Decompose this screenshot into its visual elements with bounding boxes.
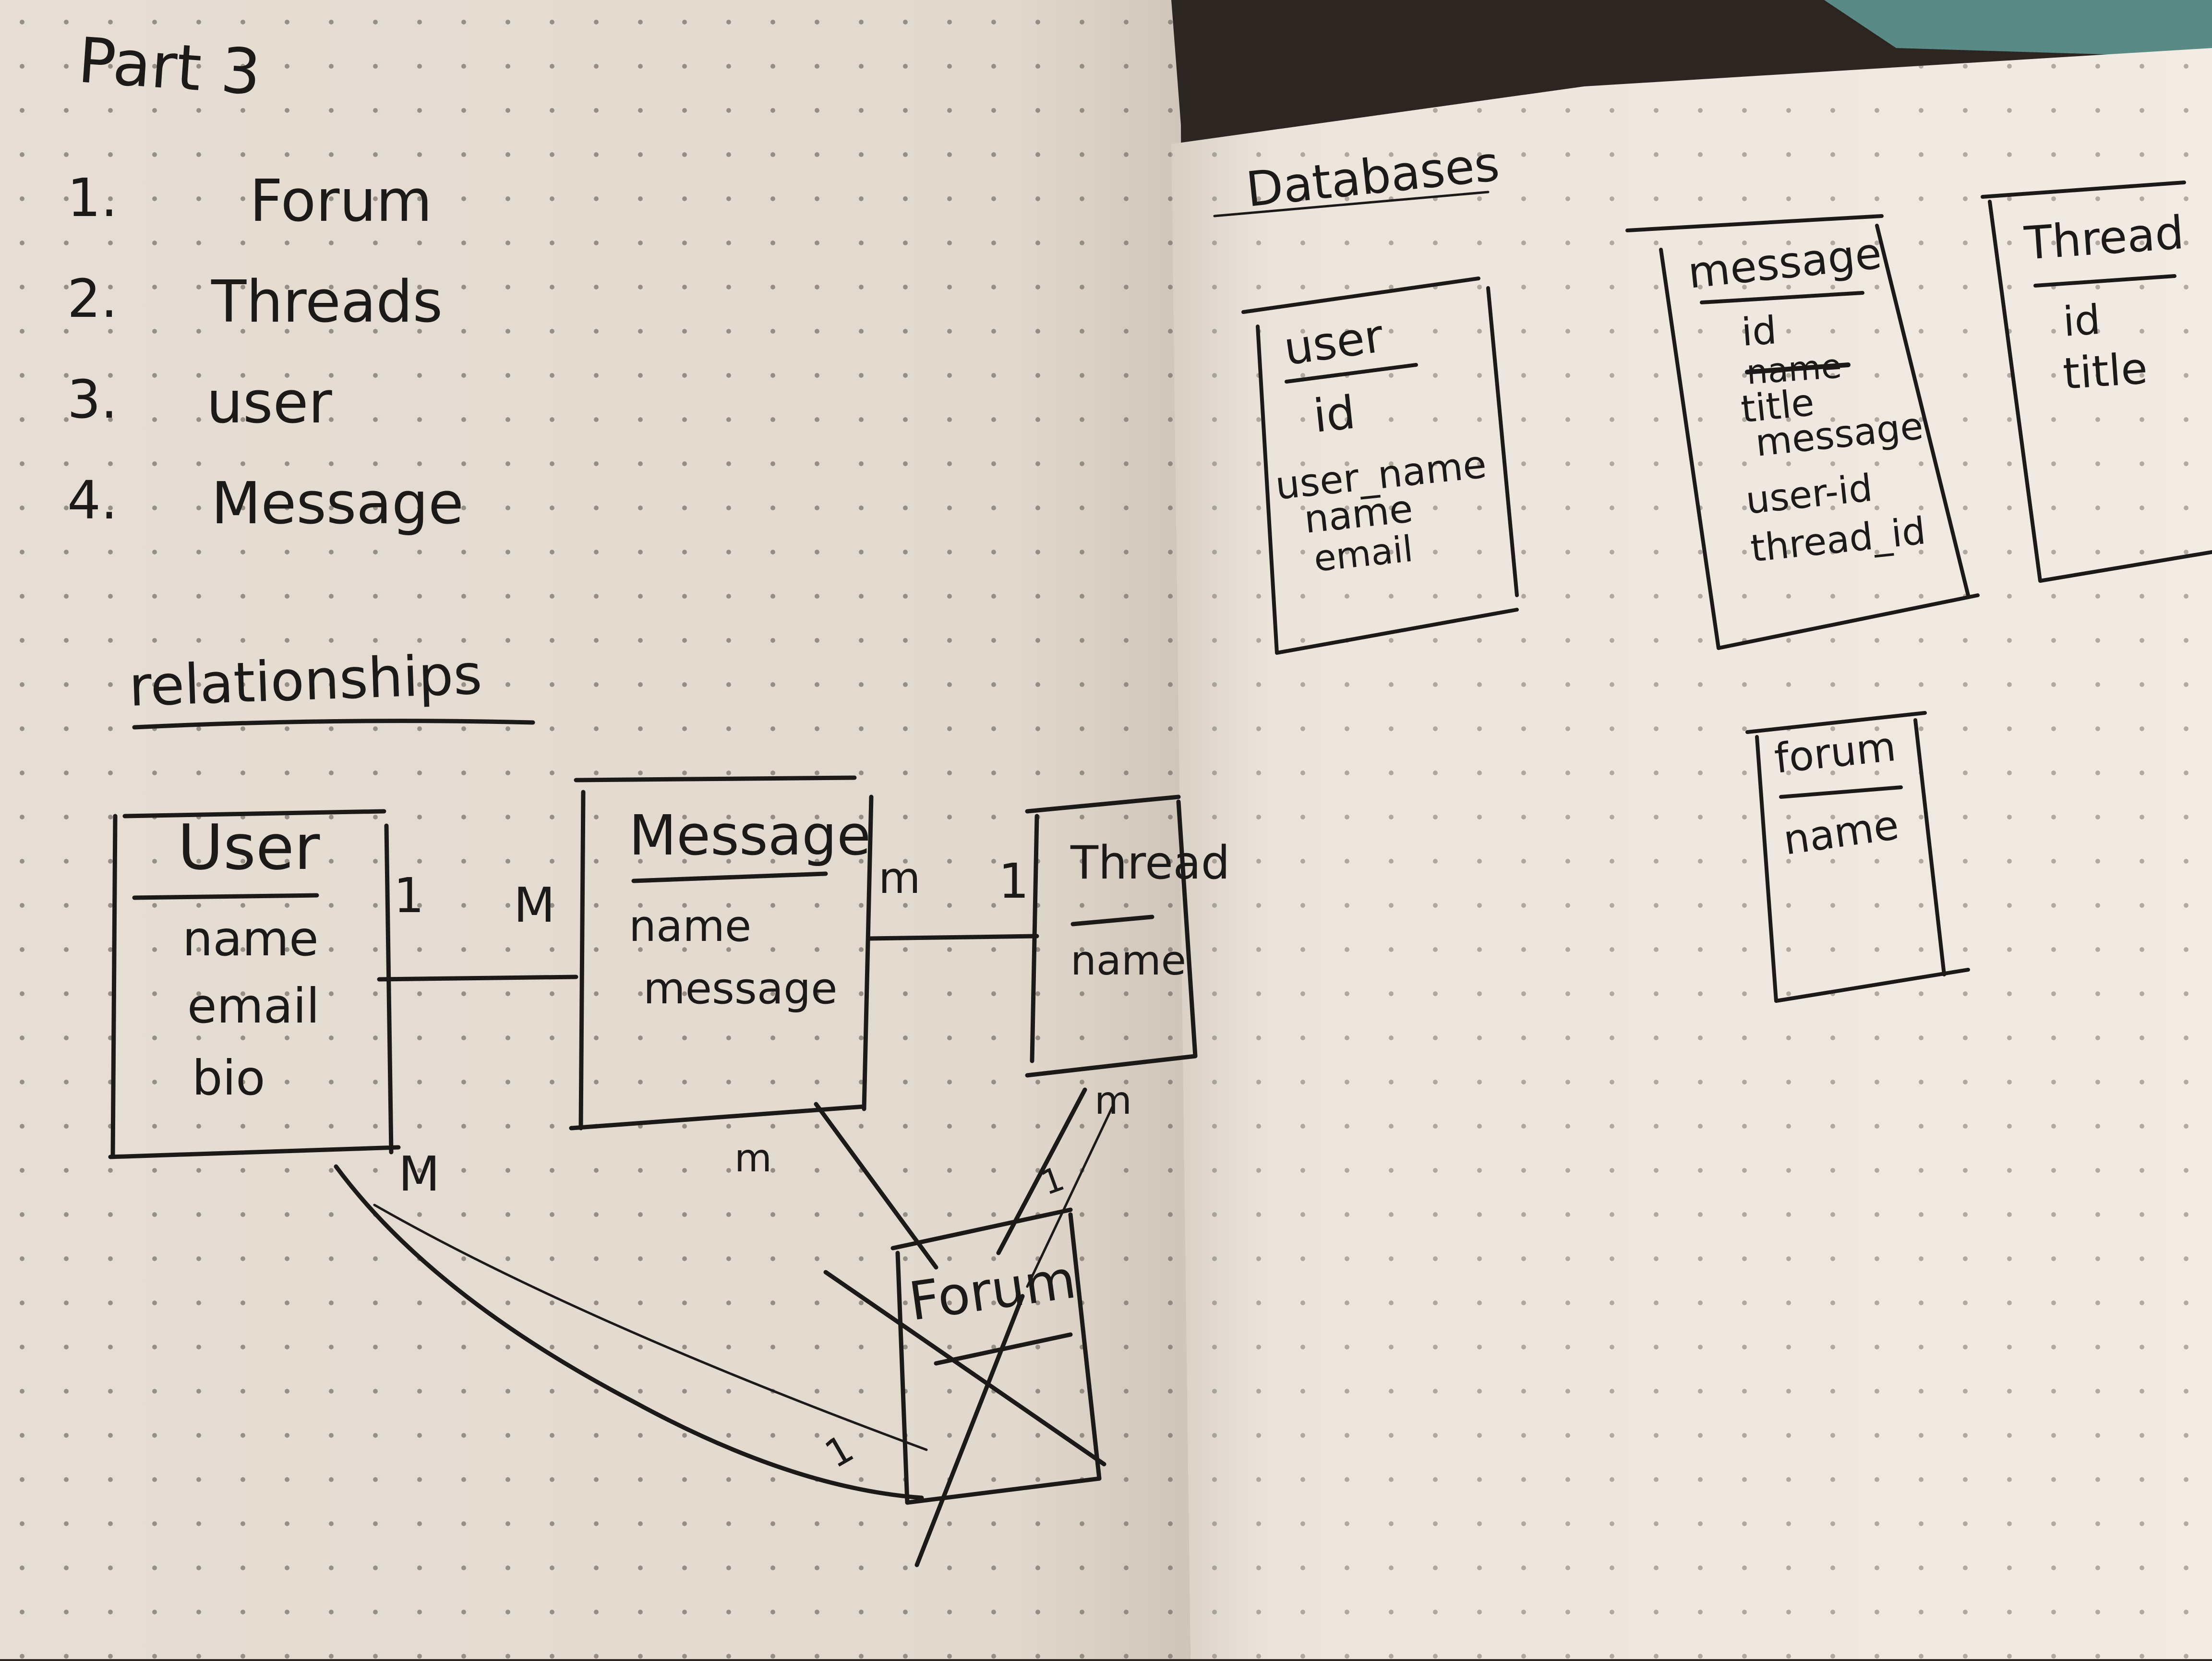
db-user-field-email: email	[1312, 528, 1415, 580]
relationships-underline	[132, 719, 535, 730]
message-field-name: name	[629, 901, 751, 951]
user-field-bio: bio	[192, 1050, 265, 1106]
list-number-4: 4.	[67, 469, 118, 531]
part-heading: Part 3	[76, 24, 263, 109]
db-thread-field-id: id	[2062, 296, 2102, 346]
left-page-dot-grid	[0, 0, 1190, 1659]
card-user-forum-m: M	[398, 1146, 440, 1202]
db-thread-table-box	[1981, 181, 2212, 583]
list-item-forum: Forum	[250, 168, 432, 235]
forum-cross-out	[823, 1270, 1106, 1567]
list-number-1: 1.	[67, 167, 118, 229]
message-entity-box	[569, 775, 874, 1131]
message-entity-title: Message	[629, 804, 871, 868]
thread-entity-title: Thread	[1070, 837, 1230, 890]
user-field-name: name	[182, 911, 319, 967]
background-object	[1824, 0, 2212, 58]
message-field-message: message	[643, 963, 837, 1014]
db-user-field-id: id	[1311, 386, 1358, 443]
message-thread-connector	[866, 934, 1039, 941]
card-user-message-m: M	[514, 877, 555, 933]
card-message-thread-1: 1	[998, 853, 1029, 909]
relationships-heading: relationships	[128, 642, 483, 719]
forum-entity-box	[890, 1207, 1102, 1505]
list-number-3: 3.	[67, 369, 118, 430]
db-forum-table-box	[1745, 711, 1970, 1003]
card-message-forum-m: m	[734, 1136, 772, 1180]
db-message-field-title: title	[1739, 381, 1816, 431]
thread-field-name: name	[1070, 937, 1186, 985]
card-thread-forum-m: m	[1094, 1078, 1132, 1123]
db-message-field-name-struck: name	[1745, 346, 1843, 392]
db-thread-field-title: title	[2061, 343, 2149, 399]
db-thread-title: Thread	[2022, 206, 2186, 270]
user-entity-title: User	[178, 811, 320, 884]
thread-entity-box	[1025, 794, 1198, 1078]
db-message-strike	[1745, 362, 1851, 374]
databases-underline	[1213, 191, 1490, 217]
db-message-field-id: id	[1740, 308, 1778, 355]
list-item-message: Message	[211, 470, 464, 537]
list-number-2: 2.	[67, 268, 118, 329]
list-item-user: user	[206, 370, 332, 436]
card-user-message-1: 1	[394, 867, 424, 924]
user-field-email: email	[187, 978, 320, 1034]
user-message-connector	[377, 975, 578, 982]
card-message-thread-m: m	[878, 853, 921, 903]
thread-forum-connector-2	[1026, 1103, 1115, 1288]
list-item-threads: Threads	[211, 269, 443, 336]
user-forum-connector	[334, 1164, 924, 1500]
db-message-table-box	[1625, 214, 1980, 650]
user-forum-connector-2	[373, 1204, 928, 1451]
right-page-dot-grid	[1171, 48, 2212, 1659]
message-forum-connector	[814, 1102, 938, 1270]
user-entity-box	[108, 809, 401, 1159]
thread-forum-connector	[996, 1087, 1087, 1255]
db-user-table-box	[1241, 277, 1519, 655]
